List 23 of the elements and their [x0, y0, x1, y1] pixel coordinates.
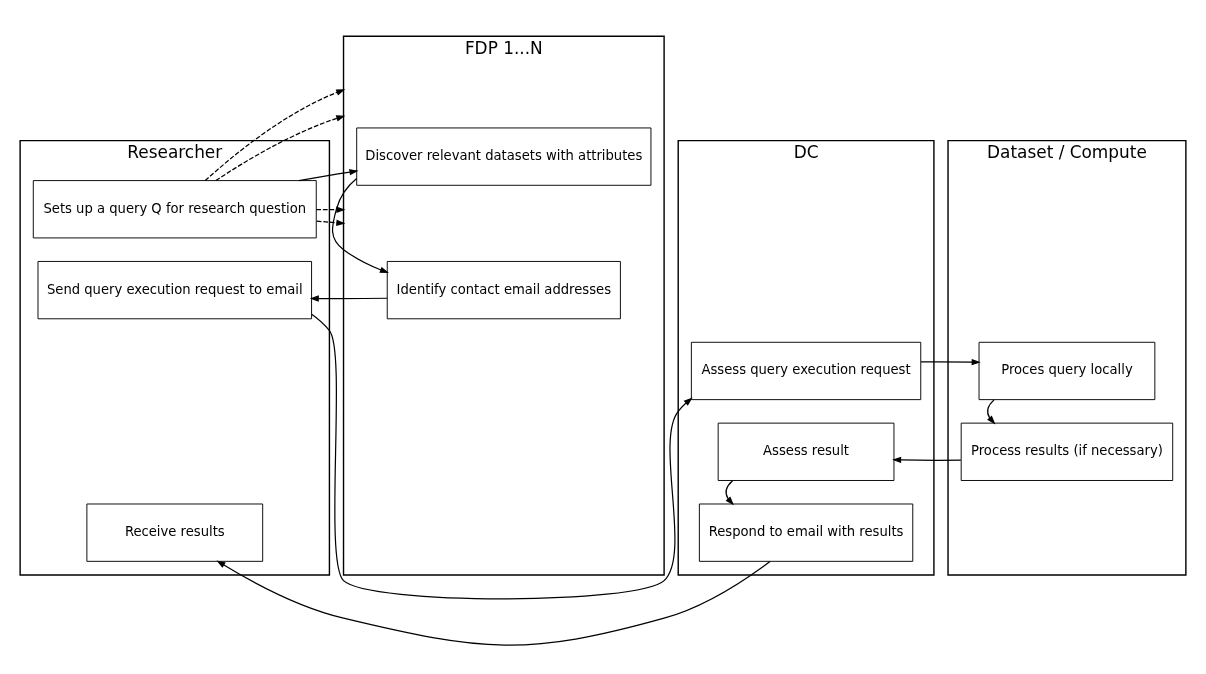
node-box: Assess result	[717, 422, 895, 481]
node-box: Discover relevant datasets with attributes	[356, 127, 652, 186]
node-box: Process results (if necessary)	[960, 422, 1174, 481]
node-box: Sets up a query Q for research question	[32, 180, 317, 239]
arrow	[316, 219, 346, 226]
arrow	[987, 399, 996, 425]
node-box: Assess query execution request	[690, 341, 922, 401]
arrow	[298, 169, 359, 182]
arrow	[725, 480, 734, 506]
arrow	[309, 295, 388, 302]
node-box: Proces query locally	[978, 341, 1156, 401]
arrow	[331, 177, 389, 273]
node-box: Identify contact email addresses	[386, 260, 621, 320]
node-box: Receive results	[86, 503, 264, 562]
node-box: Send query execution request to email	[37, 260, 313, 320]
arrow	[204, 89, 346, 182]
arrow	[892, 456, 962, 464]
arrow	[315, 206, 346, 213]
arrow	[920, 358, 981, 366]
arrow	[311, 313, 693, 600]
arrow	[216, 560, 771, 646]
node-box: Respond to email with results	[698, 503, 914, 562]
arrow	[215, 115, 346, 182]
